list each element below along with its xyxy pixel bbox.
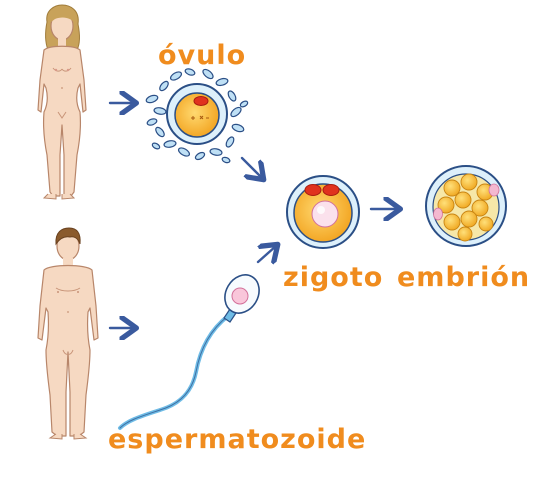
blastomeres [437, 173, 494, 242]
label-embrion: embrión [397, 262, 531, 293]
arrows [108, 103, 398, 328]
embryo-cell [425, 165, 507, 247]
arrow-ovule-to-zygote [240, 156, 262, 178]
label-espermatozoide: espermatozoide [108, 424, 367, 455]
zygote-cell [286, 175, 360, 249]
label-zigoto: zigoto [283, 262, 384, 293]
male-figure [37, 227, 99, 440]
sperm-cell [118, 274, 260, 430]
ovule-cell [145, 68, 249, 164]
label-ovulo: óvulo [158, 40, 247, 71]
female-figure [37, 4, 87, 200]
corona-radiata-cells [145, 68, 249, 164]
arrow-sperm-to-zygote [256, 246, 276, 262]
